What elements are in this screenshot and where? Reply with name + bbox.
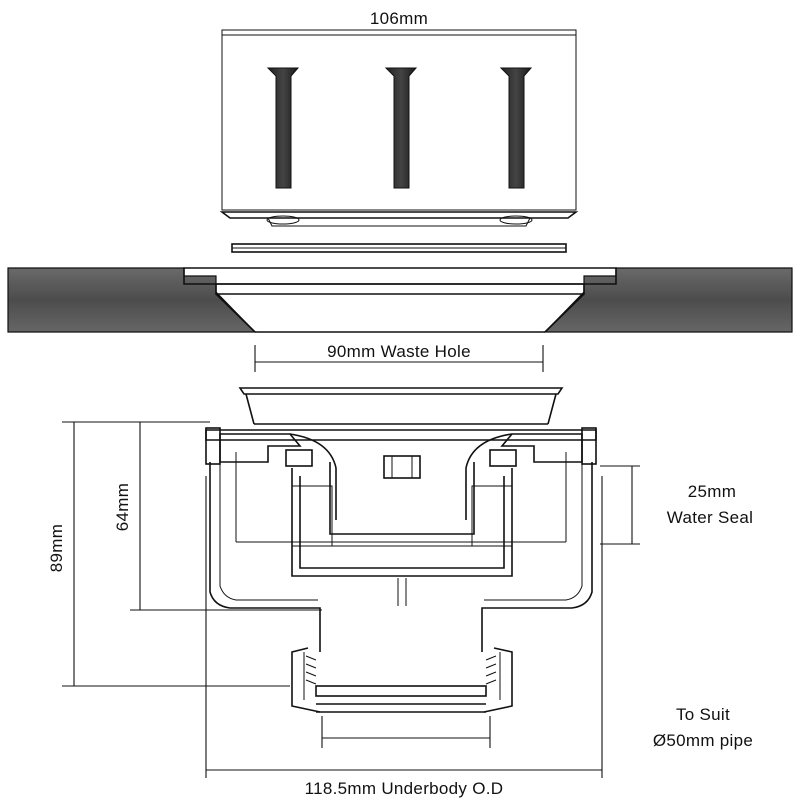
waste-hole-dimension bbox=[254, 345, 544, 372]
pipe-dimension bbox=[321, 716, 491, 748]
pipe-label-line2: Ø50mm pipe bbox=[653, 731, 753, 750]
pipe-label-line1: To Suit bbox=[676, 705, 730, 724]
height-64-label: 64mm bbox=[113, 483, 132, 531]
floor-section bbox=[7, 267, 793, 333]
underbody-label: 118.5mm Underbody O.D bbox=[305, 779, 504, 798]
screw-right bbox=[499, 67, 533, 189]
grate-top bbox=[219, 29, 579, 253]
water-seal-dimension bbox=[600, 465, 640, 545]
waste-body bbox=[205, 387, 597, 713]
water-seal-value-label: 25mm bbox=[688, 482, 736, 501]
underbody-dimension bbox=[205, 476, 603, 778]
height-89-label: 89mm bbox=[47, 524, 66, 572]
screw-middle bbox=[384, 67, 418, 189]
grate-width-label: 106mm bbox=[370, 9, 428, 28]
waste-hole-label: 90mm Waste Hole bbox=[327, 342, 471, 361]
screw-left bbox=[266, 67, 300, 189]
water-seal-label: Water Seal bbox=[667, 508, 753, 527]
height-64-dimension bbox=[130, 421, 322, 611]
